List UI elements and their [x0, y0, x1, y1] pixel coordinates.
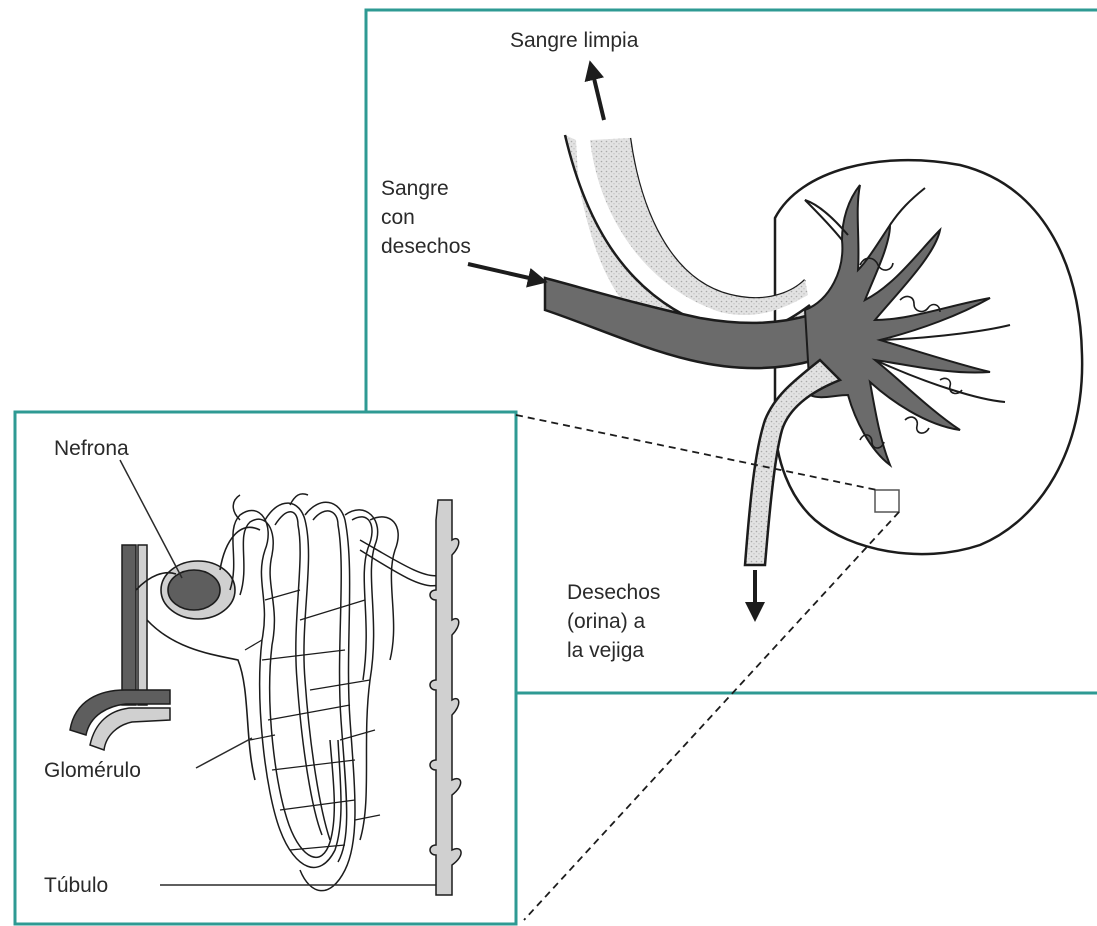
dirty-blood-label-line-3: desechos	[381, 232, 471, 261]
collecting-tubule	[430, 500, 461, 895]
nephron-label: Nefrona	[54, 434, 129, 463]
tubule-label: Túbulo	[44, 871, 108, 900]
urine-label-line-2: (orina) a	[567, 607, 645, 636]
clean-blood-arrow	[592, 70, 604, 120]
capillary-network	[245, 590, 380, 850]
dirty-blood-arrow	[468, 264, 538, 280]
leader-lines	[120, 460, 436, 885]
clean-blood-label: Sangre limpia	[510, 26, 638, 55]
dirty-blood-label-line-2: con	[381, 203, 415, 232]
urine-label-line-3: la vejiga	[567, 636, 644, 665]
tubule-loops	[230, 494, 440, 891]
zoom-box	[875, 490, 899, 512]
glomerulus-capsule	[161, 561, 235, 619]
dirty-blood-label-line-1: Sangre	[381, 174, 449, 203]
urine-label-line-1: Desechos	[567, 578, 660, 607]
glomerulus-label: Glomérulo	[44, 756, 141, 785]
